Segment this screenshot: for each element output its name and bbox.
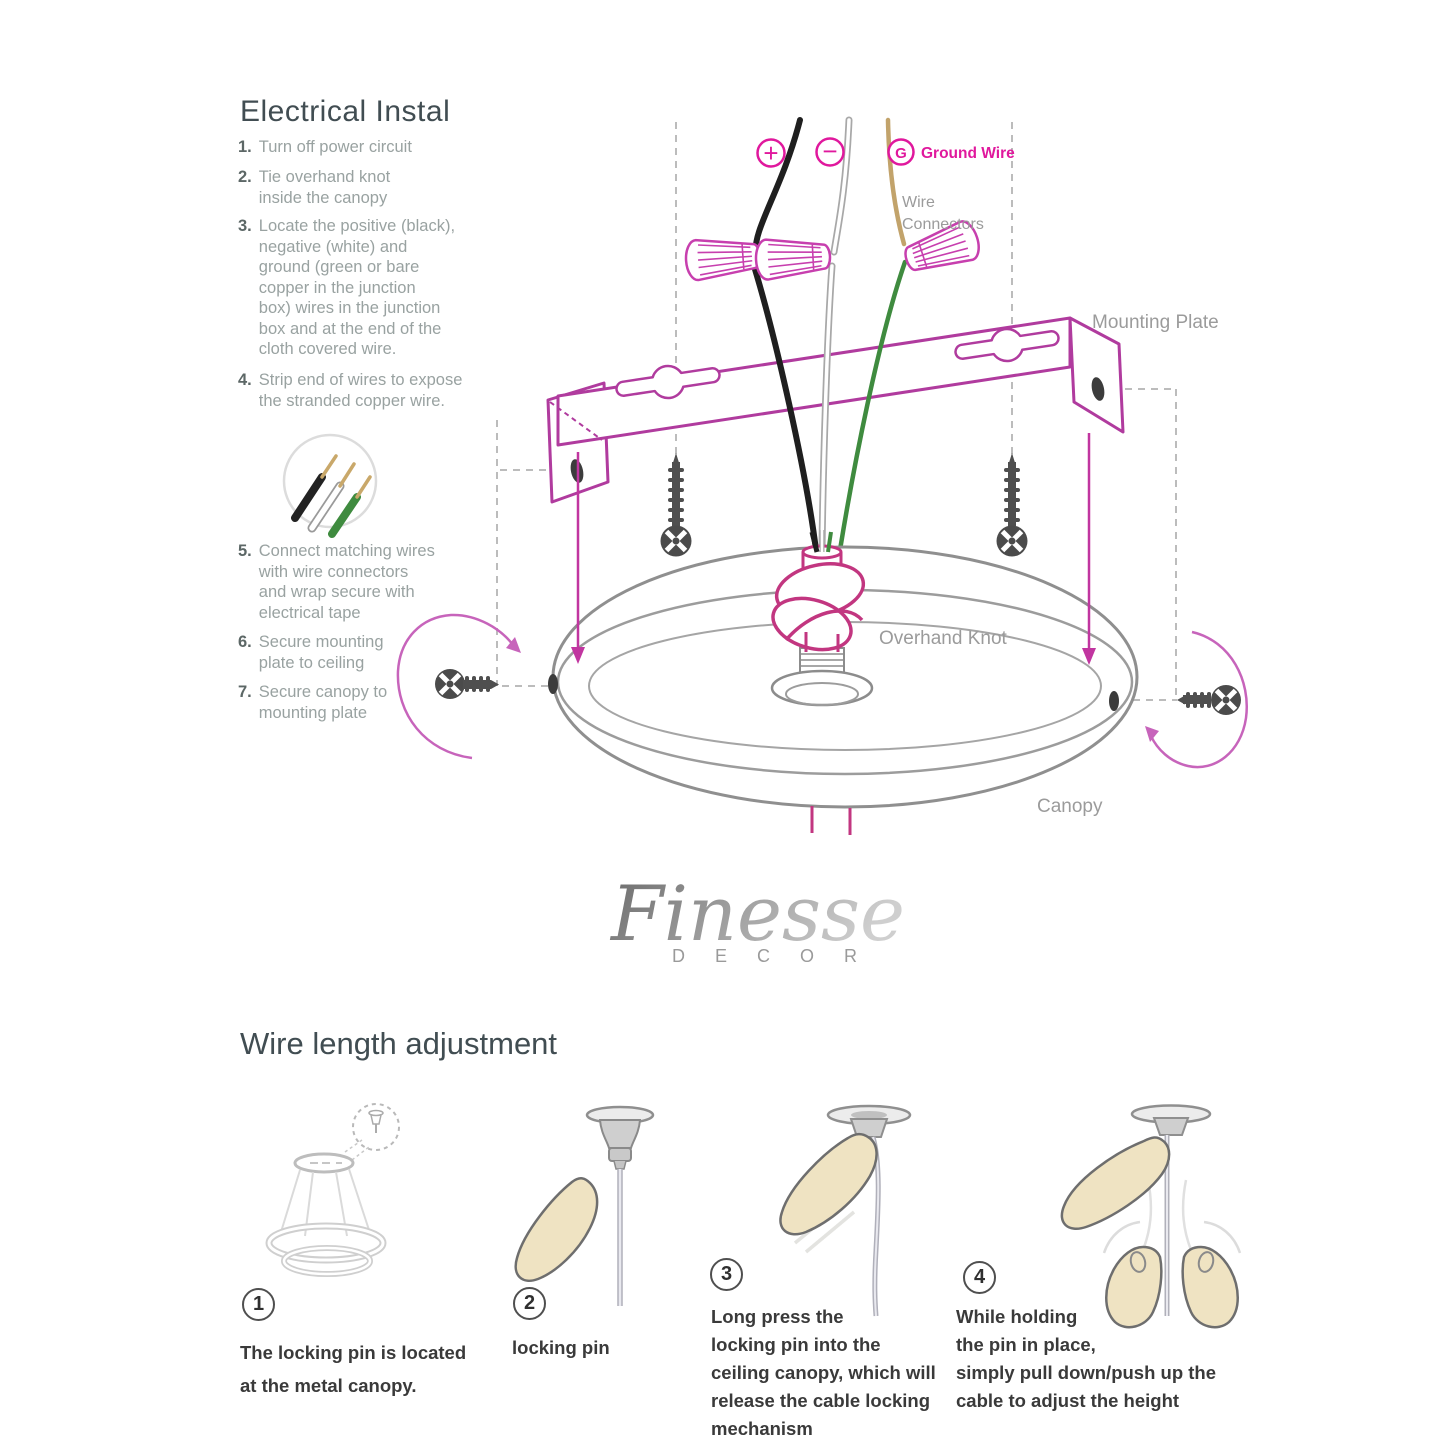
wire-connector-icon — [684, 238, 762, 282]
minus-symbol: − — [822, 136, 837, 166]
step-text: Turn off power circuit — [258, 138, 412, 156]
install-step-4: 4. Strip end of wires to expose the stra… — [238, 370, 503, 411]
plus-icon — [756, 138, 786, 168]
adjustment-caption-3: Long press the locking pin into the ceil… — [711, 1306, 936, 1439]
thumb-icon — [1105, 1245, 1163, 1329]
overhand-knot-label: Overhand Knot — [879, 628, 1008, 649]
stripped-wires-inset — [282, 433, 378, 538]
screw-icon — [435, 669, 499, 699]
adjustment-step-number-3: 3 — [710, 1258, 743, 1291]
plus-symbol: + — [763, 138, 778, 168]
wire-connector-icon — [754, 238, 832, 281]
finger-icon — [779, 1132, 878, 1236]
canopy-screw-hole — [548, 674, 558, 694]
rotation-arrow-icon — [1149, 630, 1248, 769]
step-text: Secure canopy to mounting plate — [258, 683, 388, 722]
adjustment-caption-1: The locking pin is located at the metal … — [240, 1342, 467, 1396]
ground-icon — [887, 138, 915, 166]
press-pin-illustration — [779, 1104, 912, 1317]
step-number: 6. — [238, 633, 252, 651]
minus-icon — [815, 137, 845, 167]
canopy-label: Canopy — [1037, 796, 1103, 817]
ground-wire-label: Ground Wire — [921, 145, 1015, 162]
mounting-plate — [546, 316, 1125, 504]
adjustment-step-number-4: 4 — [963, 1261, 996, 1294]
wire-connectors-label: Connectors — [902, 216, 984, 233]
install-step-5: 5. Connect matching wires with wire conn… — [238, 541, 503, 623]
wire-length-title: Wire length adjustment — [240, 1026, 558, 1061]
alignment-arrows — [571, 433, 1096, 665]
finger-icon — [1060, 1136, 1171, 1230]
install-step-3: 3. Locate the positive (black), negative… — [238, 216, 503, 360]
rotation-arrowhead — [1145, 726, 1159, 742]
step-text: Strip end of wires to expose the strande… — [258, 371, 463, 410]
electrical-install-title: Electrical Instal — [240, 95, 451, 128]
pendant-light-illustration — [265, 1103, 400, 1277]
step-text: Tie overhand knot inside the canopy — [258, 168, 391, 207]
adjustment-step-number-2: 2 — [513, 1287, 546, 1320]
step-text: Connect matching wires with wire connect… — [258, 542, 435, 622]
flange-hole — [1091, 377, 1105, 401]
guide-lines — [496, 122, 1177, 701]
brand-logo: Finesse DECOR — [609, 869, 905, 966]
step-text: Locate the positive (black), negative (w… — [258, 217, 456, 358]
thumb-icon — [1181, 1245, 1239, 1329]
wire-connectors-label: Wire — [902, 194, 935, 211]
overhand-knot-assembly — [770, 530, 874, 835]
step-number: 7. — [238, 683, 252, 701]
step-number: 5. — [238, 542, 252, 560]
locking-pin-illustration — [514, 1105, 655, 1306]
rotation-arrow-icon — [396, 613, 514, 760]
wire-connector-icon — [904, 220, 980, 272]
step-number: 1. — [238, 138, 252, 156]
screw-icon — [660, 453, 692, 557]
step-number: 4. — [238, 371, 252, 389]
step-number: 2. — [238, 168, 252, 186]
finger-icon — [514, 1177, 599, 1282]
screw-icon — [1177, 685, 1241, 715]
positive-black-wire — [751, 117, 819, 553]
install-step-6: 6. Secure mounting plate to ceiling — [238, 632, 503, 673]
rotation-arrowhead — [506, 637, 521, 653]
wiring-diagram: + − G Ground Wire Wire Connectors Mounti… — [282, 116, 1248, 835]
adjustment-illustrations — [265, 1103, 1242, 1329]
logo-subtitle: DECOR — [672, 946, 887, 966]
ground-symbol: G — [895, 145, 907, 162]
negative-white-wire-core — [820, 118, 851, 552]
keyhole-slot — [954, 327, 1060, 363]
install-step-1: 1. Turn off power circuit — [238, 137, 503, 158]
adjustment-step-number-1: 1 — [242, 1288, 275, 1321]
green-ground-wire — [837, 259, 908, 553]
adjustment-caption-2: locking pin — [512, 1337, 610, 1358]
logo-name: Finesse — [609, 869, 905, 958]
cloth-ground-wire — [885, 117, 907, 247]
keyhole-slot — [615, 364, 721, 400]
canopy-screw-hole — [1109, 691, 1119, 711]
screw-icon — [996, 453, 1028, 557]
polarity-symbols: + − G Ground Wire — [756, 136, 1015, 168]
step-number: 3. — [238, 217, 252, 235]
adjust-cable-illustration — [1060, 1104, 1242, 1329]
mounting-plate-label: Mounting Plate — [1092, 312, 1219, 333]
install-step-2: 2. Tie overhand knot inside the canopy — [238, 167, 503, 208]
install-step-7: 7. Secure canopy to mounting plate — [238, 682, 503, 723]
adjustment-caption-4: While holding the pin in place, simply p… — [956, 1306, 1217, 1411]
step-text: Secure mounting plate to ceiling — [258, 633, 384, 672]
